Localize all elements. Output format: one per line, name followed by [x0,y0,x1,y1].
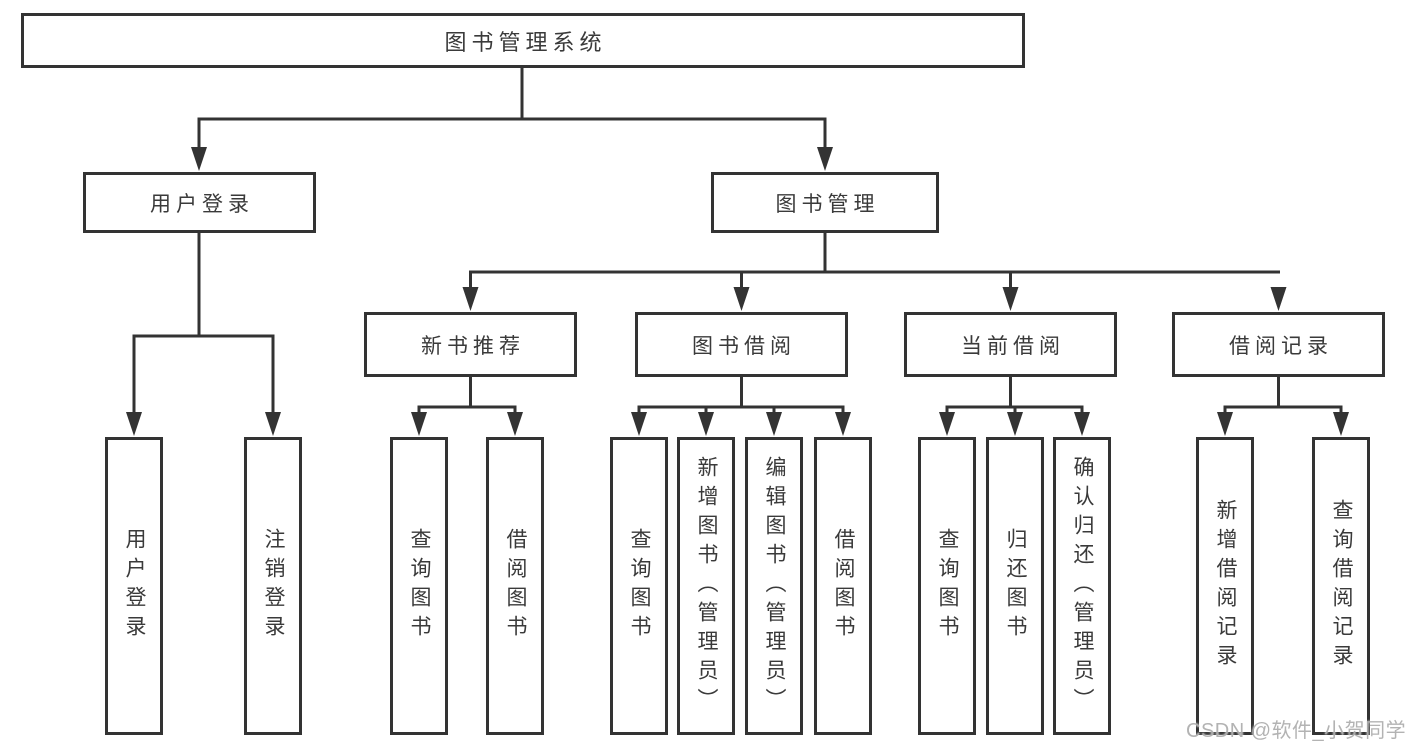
leaf-user-login-label: 用户登录 [123,528,146,644]
node-borrow-records: 借阅记录 [1172,312,1385,377]
leaf-logout-login: 注销登录 [244,437,302,735]
root-node-label: 图书管理系统 [444,29,607,55]
leaf-confirm-return-admin-label: 确认归还（管理员） [1071,455,1094,717]
leaf-current-query-books: 查询图书 [918,437,976,735]
node-new-book-recommend-label: 新书推荐 [421,334,525,358]
csdn-watermark: CSDN @软件_小贺同学 [1186,720,1405,742]
leaf-logout-login-label: 注销登录 [262,528,285,644]
node-book-management: 图书管理 [711,172,939,233]
leaf-query-borrow-record-label: 查询借阅记录 [1330,499,1353,673]
leaf-current-query-books-label: 查询图书 [936,528,959,644]
root-node: 图书管理系统 [21,13,1025,68]
leaf-confirm-return-admin: 确认归还（管理员） [1053,437,1111,735]
node-new-book-recommend: 新书推荐 [364,312,577,377]
node-user-login: 用户登录 [83,172,316,233]
leaf-edit-books-admin: 编辑图书（管理员） [745,437,803,735]
node-book-management-label: 图书管理 [775,192,880,216]
node-book-borrow-label: 图书借阅 [692,334,796,358]
leaf-borrow-borrow-books: 借阅图书 [814,437,872,735]
node-current-borrow-label: 当前借阅 [961,334,1065,358]
leaf-edit-books-admin-label: 编辑图书（管理员） [763,455,786,717]
leaf-return-books: 归还图书 [986,437,1044,735]
leaf-query-borrow-record: 查询借阅记录 [1312,437,1370,735]
leaf-add-books-admin: 新增图书（管理员） [677,437,735,735]
leaf-add-borrow-record-label: 新增借阅记录 [1214,499,1237,673]
leaf-recommend-borrow-books-label: 借阅图书 [504,528,527,644]
leaf-borrow-query-books-label: 查询图书 [628,528,651,644]
leaf-borrow-borrow-books-label: 借阅图书 [832,528,855,644]
node-borrow-records-label: 借阅记录 [1229,334,1333,358]
leaf-add-borrow-record: 新增借阅记录 [1196,437,1254,735]
leaf-recommend-query-books: 查询图书 [390,437,448,735]
leaf-user-login: 用户登录 [105,437,163,735]
leaf-recommend-borrow-books: 借阅图书 [486,437,544,735]
leaf-recommend-query-books-label: 查询图书 [408,528,431,644]
leaf-add-books-admin-label: 新增图书（管理员） [695,455,718,717]
node-book-borrow: 图书借阅 [635,312,848,377]
node-user-login-label: 用户登录 [150,192,254,216]
leaf-return-books-label: 归还图书 [1004,528,1027,644]
leaf-borrow-query-books: 查询图书 [610,437,668,735]
node-current-borrow: 当前借阅 [904,312,1117,377]
